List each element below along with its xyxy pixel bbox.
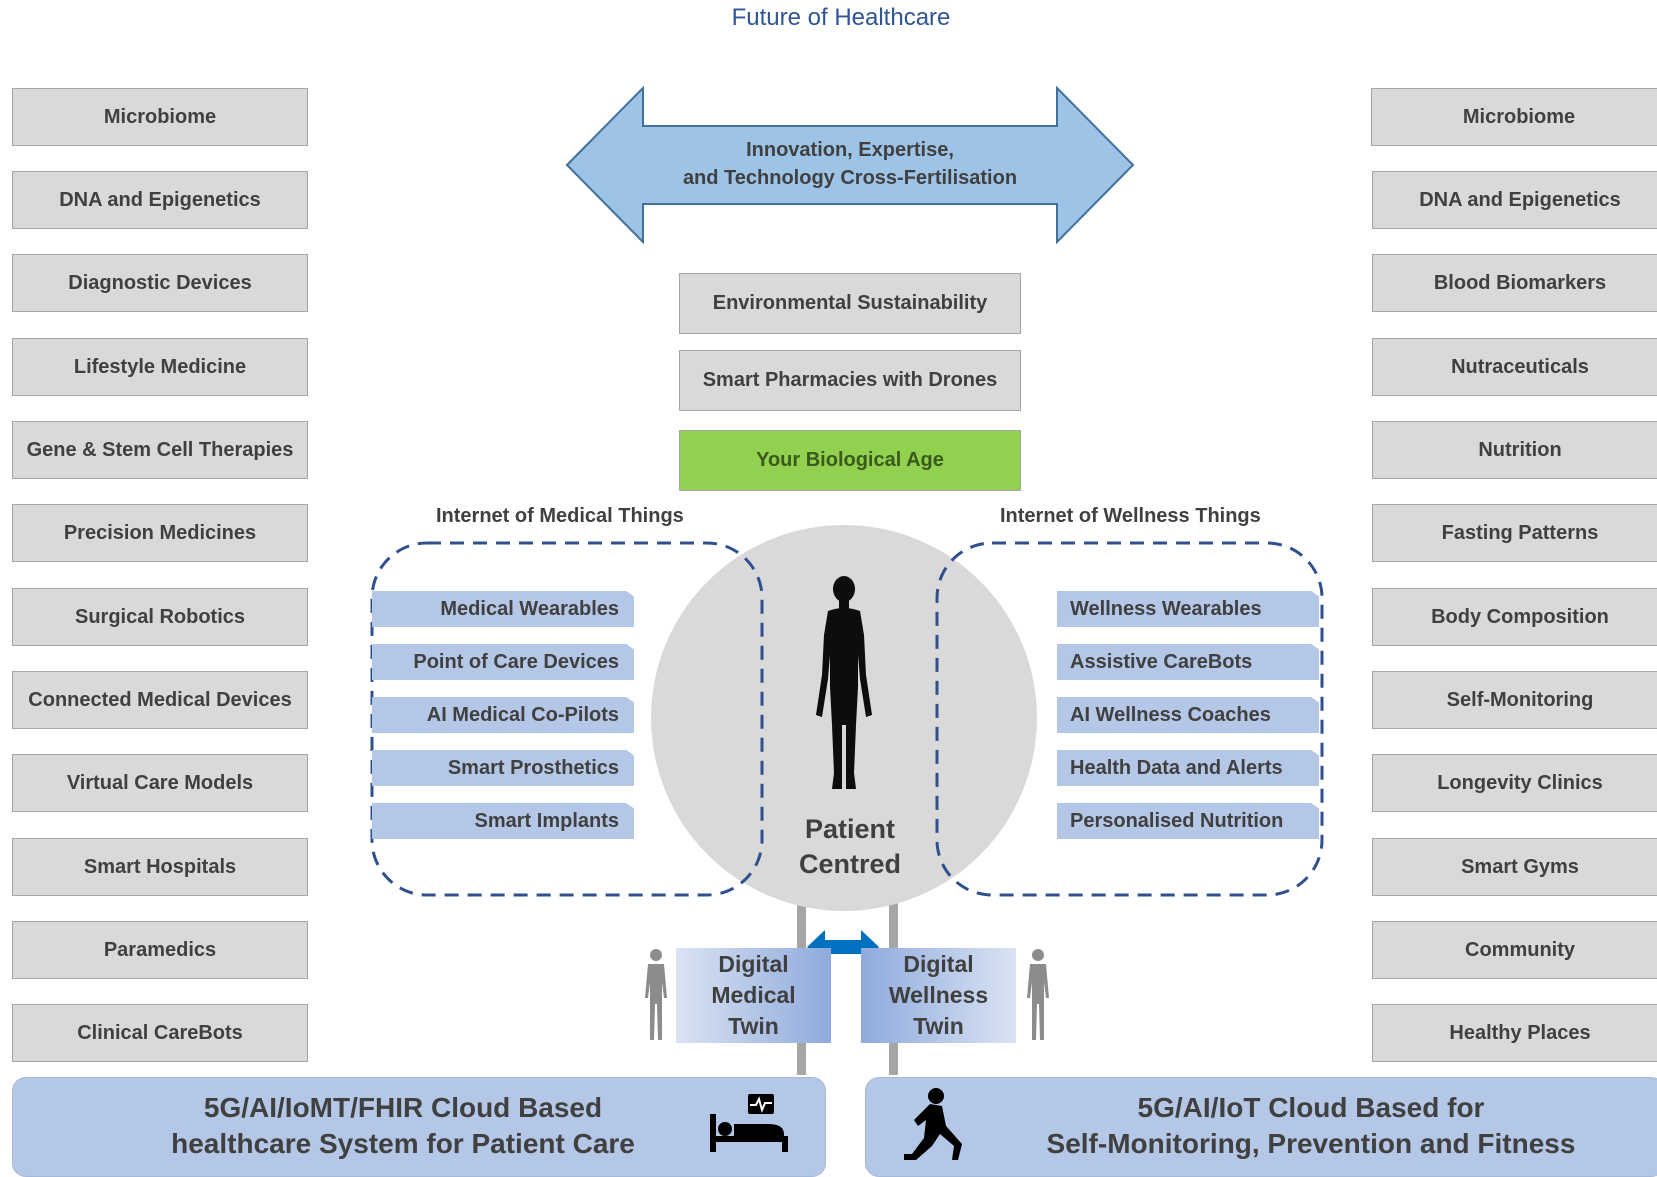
left-box-paramedics: Paramedics: [12, 921, 308, 979]
right-box-community: Community: [1372, 921, 1657, 979]
iowt-title: Internet of Wellness Things: [1000, 505, 1261, 527]
digital-medical-twin: Digital Medical Twin: [676, 948, 831, 1043]
biological-age-box: Your Biological Age: [679, 430, 1021, 491]
right-box-self-monitoring: Self-Monitoring: [1372, 671, 1657, 729]
healthcare-cloud-line2: healthcare System for Patient Care: [171, 1128, 635, 1159]
healthcare-cloud-line1: 5G/AI/IoMT/FHIR Cloud Based: [203, 1092, 603, 1123]
arrow-label-line1: Innovation, Expertise,: [746, 139, 954, 161]
right-box-microbiome: Microbiome: [1371, 88, 1657, 146]
wellness-twin-line1: Digital: [903, 951, 974, 977]
environmental-sustainability-box: Environmental Sustainability: [679, 273, 1021, 334]
left-box-surgical-robotics: Surgical Robotics: [12, 588, 308, 646]
right-box-dna: DNA and Epigenetics: [1372, 171, 1657, 229]
left-box-diagnostic-devices: Diagnostic Devices: [12, 254, 308, 312]
wellness-cloud-bar: 5G/AI/IoT Cloud Based for Self-Monitorin…: [865, 1077, 1657, 1177]
page-title: Future of Healthcare: [731, 4, 951, 31]
right-box-fasting-patterns: Fasting Patterns: [1372, 504, 1657, 562]
medical-twin-line3: Twin: [728, 1013, 779, 1039]
iomt-item-smart-prosthetics: Smart Prosthetics: [372, 750, 634, 786]
iowt-item-personalised-nutrition: Personalised Nutrition: [1057, 803, 1319, 839]
wellness-cloud-text: 5G/AI/IoT Cloud Based for Self-Monitorin…: [866, 1090, 1657, 1162]
healthcare-cloud-text: 5G/AI/IoMT/FHIR Cloud Based healthcare S…: [43, 1090, 783, 1162]
smart-pharmacies-box: Smart Pharmacies with Drones: [679, 350, 1021, 411]
arrow-label: Innovation, Expertise, and Technology Cr…: [620, 136, 1080, 192]
wellness-cloud-line2: Self-Monitoring, Prevention and Fitness: [1046, 1128, 1576, 1159]
right-box-nutrition: Nutrition: [1372, 421, 1657, 479]
patient-label-line2: Centred: [798, 849, 901, 879]
left-box-gene-stem-cell: Gene & Stem Cell Therapies: [12, 421, 308, 479]
iowt-item-ai-wellness-coaches: AI Wellness Coaches: [1057, 697, 1319, 733]
left-box-precision-medicines: Precision Medicines: [12, 504, 308, 562]
wellness-twin-line3: Twin: [913, 1013, 964, 1039]
iowt-item-health-data: Health Data and Alerts: [1057, 750, 1319, 786]
right-box-blood-biomarkers: Blood Biomarkers: [1372, 254, 1657, 312]
right-box-nutraceuticals: Nutraceuticals: [1372, 338, 1657, 396]
left-box-lifestyle-medicine: Lifestyle Medicine: [12, 338, 308, 396]
iomt-title: Internet of Medical Things: [436, 505, 684, 527]
left-box-smart-hospitals: Smart Hospitals: [12, 838, 308, 896]
hospital-bed-icon: [710, 1094, 788, 1152]
digital-wellness-twin: Digital Wellness Twin: [861, 948, 1016, 1043]
medical-twin-figure-icon: [645, 949, 667, 1040]
right-box-healthy-places: Healthy Places: [1372, 1004, 1657, 1062]
left-box-microbiome: Microbiome: [12, 88, 308, 146]
left-box-virtual-care: Virtual Care Models: [12, 754, 308, 812]
wellness-twin-figure-icon: [1027, 949, 1049, 1040]
iomt-item-ai-co-pilots: AI Medical Co-Pilots: [372, 697, 634, 733]
left-box-clinical-carebots: Clinical CareBots: [12, 1004, 308, 1062]
right-box-longevity-clinics: Longevity Clinics: [1372, 754, 1657, 812]
left-box-connected-devices: Connected Medical Devices: [12, 671, 308, 729]
cross-fertilisation-arrow: [565, 86, 1135, 244]
right-box-smart-gyms: Smart Gyms: [1372, 838, 1657, 896]
patient-label-line1: Patient: [804, 814, 896, 844]
iomt-item-smart-implants: Smart Implants: [372, 803, 634, 839]
arrow-label-line2: and Technology Cross-Fertilisation: [682, 167, 1018, 189]
wellness-cloud-line1: 5G/AI/IoT Cloud Based for: [1137, 1092, 1485, 1123]
fitness-pose-icon: [904, 1088, 962, 1160]
left-box-dna: DNA and Epigenetics: [12, 171, 308, 229]
iomt-item-medical-wearables: Medical Wearables: [372, 591, 634, 627]
iowt-item-wellness-wearables: Wellness Wearables: [1057, 591, 1319, 627]
patient-centred-label: Patient Centred: [750, 812, 950, 882]
iowt-item-assistive-carebots: Assistive CareBots: [1057, 644, 1319, 680]
wellness-twin-line2: Wellness: [888, 982, 989, 1008]
healthcare-cloud-bar: 5G/AI/IoMT/FHIR Cloud Based healthcare S…: [12, 1077, 826, 1177]
iomt-item-point-of-care: Point of Care Devices: [372, 644, 634, 680]
medical-twin-line2: Medical: [711, 982, 796, 1008]
person-silhouette-icon: [816, 576, 872, 789]
medical-twin-line1: Digital: [718, 951, 789, 977]
right-box-body-composition: Body Composition: [1372, 588, 1657, 646]
